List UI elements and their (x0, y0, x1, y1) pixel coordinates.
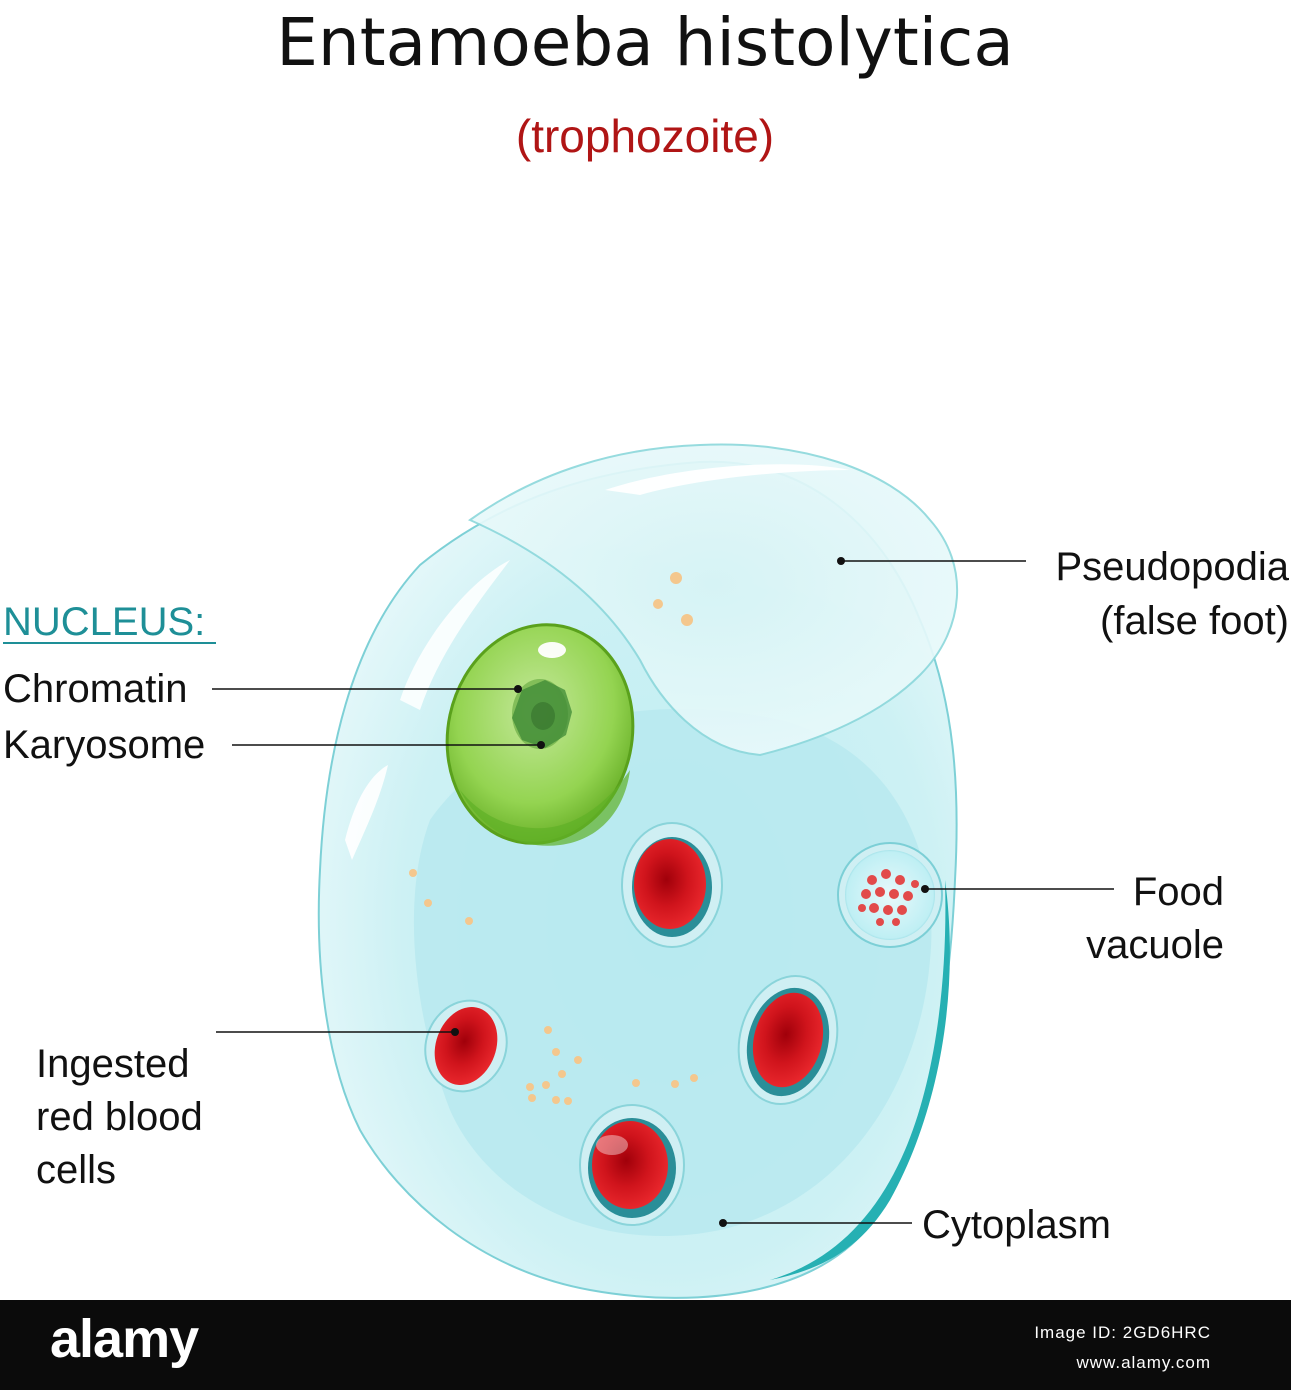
pointer-cytoplasm (719, 1219, 727, 1227)
rbc-1 (621, 822, 723, 948)
label-karyosome: Karyosome (3, 723, 205, 767)
amoeba-diagram: Entamoeba histolytica (trophozoite) (3, 4, 1290, 1299)
diagram-subtitle: (trophozoite) (516, 110, 774, 162)
pointer-ingested (451, 1028, 459, 1036)
rbc-3 (579, 1104, 685, 1226)
rbc-4 (424, 999, 508, 1093)
stock-image-info: Image ID: 2GD6HRC www.alamy.com (1034, 1318, 1211, 1378)
rbc-2 (737, 974, 839, 1106)
label-ingested-1: Ingested (36, 1042, 189, 1086)
label-cytoplasm: Cytoplasm (922, 1203, 1111, 1247)
diagram-title: Entamoeba histolytica (276, 4, 1014, 81)
highlight-top (605, 464, 850, 495)
stock-url: www.alamy.com (1076, 1353, 1211, 1372)
label-pseudopodia-2: (false foot) (1100, 599, 1289, 643)
label-chromatin: Chromatin (3, 667, 188, 711)
stock-logo: alamy (50, 1309, 199, 1369)
label-pseudopodia-1: Pseudopodia (1055, 545, 1289, 589)
pointer-food-vacuole (921, 885, 929, 893)
pointer-karyosome (537, 741, 545, 749)
pointer-chromatin (514, 685, 522, 693)
pointer-pseudopodia (837, 557, 845, 565)
label-ingested-3: cells (36, 1148, 116, 1192)
nucleus (445, 623, 635, 846)
highlight-left-low (345, 765, 388, 860)
granules (409, 572, 698, 1105)
nucleus-header: NUCLEUS: (3, 600, 205, 644)
stock-footer-bar: alamy Image ID: 2GD6HRC www.alamy.com (0, 1300, 1291, 1390)
pseudopodium (467, 443, 959, 757)
highlight-left (400, 560, 510, 710)
food-vacuole (837, 842, 943, 948)
stock-image-id: Image ID: 2GD6HRC (1034, 1323, 1211, 1342)
label-ingested-2: red blood (36, 1095, 203, 1139)
label-food-vacuole-2: vacuole (1086, 923, 1224, 967)
label-food-vacuole-1: Food (1133, 870, 1224, 914)
